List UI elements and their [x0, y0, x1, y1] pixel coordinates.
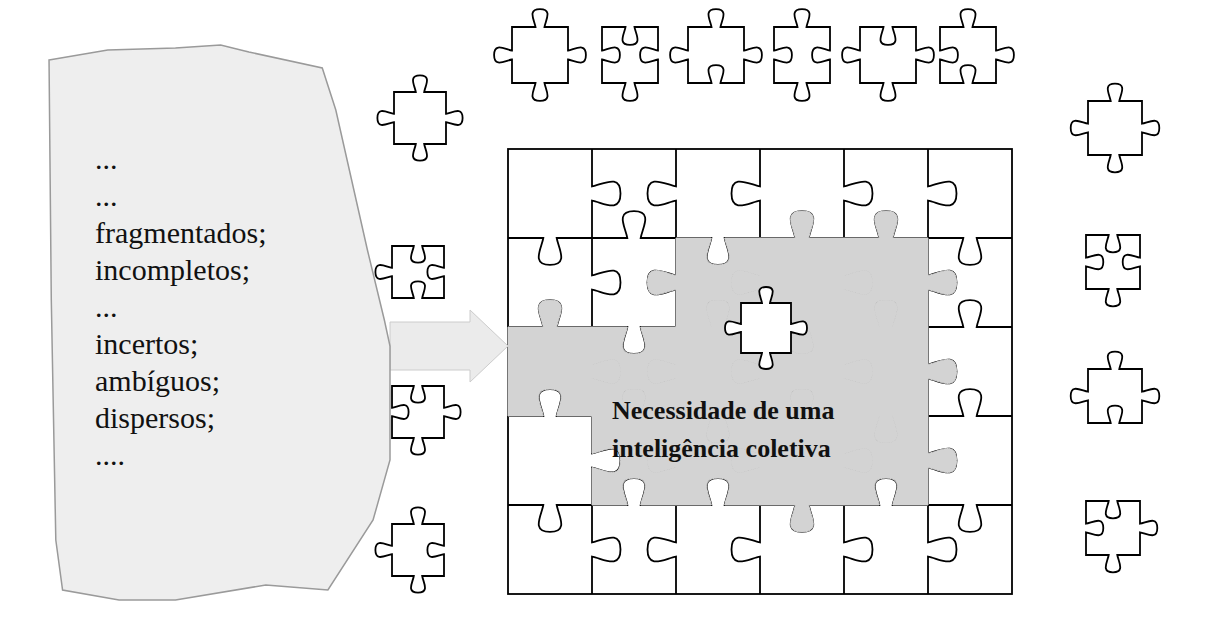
puzzle-edge	[928, 149, 957, 238]
empty-slot	[844, 211, 957, 327]
puzzle-edge	[508, 238, 592, 265]
puzzle-piece	[1071, 84, 1160, 173]
puzzle-edge	[592, 211, 676, 238]
region-shape	[508, 208, 958, 535]
list-item: incertos;	[95, 325, 390, 362]
puzzle-edge	[508, 505, 592, 532]
list-item: ambíguos;	[95, 362, 390, 399]
puzzle-edge	[928, 505, 957, 594]
loose-pieces	[375, 9, 1159, 593]
list-item: ...	[95, 140, 390, 177]
puzzle-edge	[592, 238, 621, 327]
list-item: fragmentados;	[95, 214, 390, 251]
puzzle-piece	[774, 9, 830, 101]
puzzle-edge	[592, 505, 621, 594]
puzzle-edge	[844, 149, 873, 238]
list-item: incompletos;	[95, 251, 390, 288]
puzzle-piece	[842, 27, 934, 101]
puzzle-edge	[732, 505, 761, 594]
cloud-outline	[49, 45, 390, 600]
cloud-shape	[40, 40, 390, 610]
puzzle-piece	[670, 9, 762, 83]
puzzle-piece	[1086, 235, 1140, 306]
puzzle-piece	[940, 9, 1014, 83]
puzzle-edge	[844, 505, 873, 594]
puzzle-edge	[928, 505, 1012, 532]
list-item: ...	[95, 177, 390, 214]
puzzle-piece	[392, 386, 461, 455]
info-cloud: ......fragmentados;incompletos;...incert…	[40, 40, 390, 610]
puzzle-grid	[508, 149, 1012, 594]
puzzle-edge	[648, 505, 677, 594]
empty-slot	[844, 416, 957, 505]
puzzle-piece	[494, 9, 586, 101]
puzzle-edge	[648, 149, 677, 238]
list-item: dispersos;	[95, 399, 390, 436]
puzzle-piece	[377, 75, 462, 160]
collective-region: Necessidade de uma inteligência coletiva	[508, 208, 958, 535]
puzzle-piece	[375, 246, 444, 298]
puzzle-frame	[508, 149, 1012, 594]
puzzle-edge	[732, 149, 761, 238]
puzzle-edge	[592, 149, 621, 238]
puzzle-piece	[375, 507, 444, 592]
region-label: Necessidade de uma inteligência coletiva	[612, 392, 912, 468]
block-arrow	[390, 310, 508, 382]
puzzle-piece	[602, 27, 658, 101]
puzzle-piece	[1071, 352, 1160, 423]
puzzle-edge	[928, 389, 1012, 416]
puzzle-piece	[725, 287, 807, 369]
puzzle-edge	[928, 300, 1012, 327]
list-item: ....	[95, 436, 390, 473]
puzzle-piece	[1086, 501, 1157, 572]
list-item: ...	[95, 288, 390, 325]
puzzle-edge	[928, 238, 1012, 265]
missing-pieces	[508, 211, 957, 532]
